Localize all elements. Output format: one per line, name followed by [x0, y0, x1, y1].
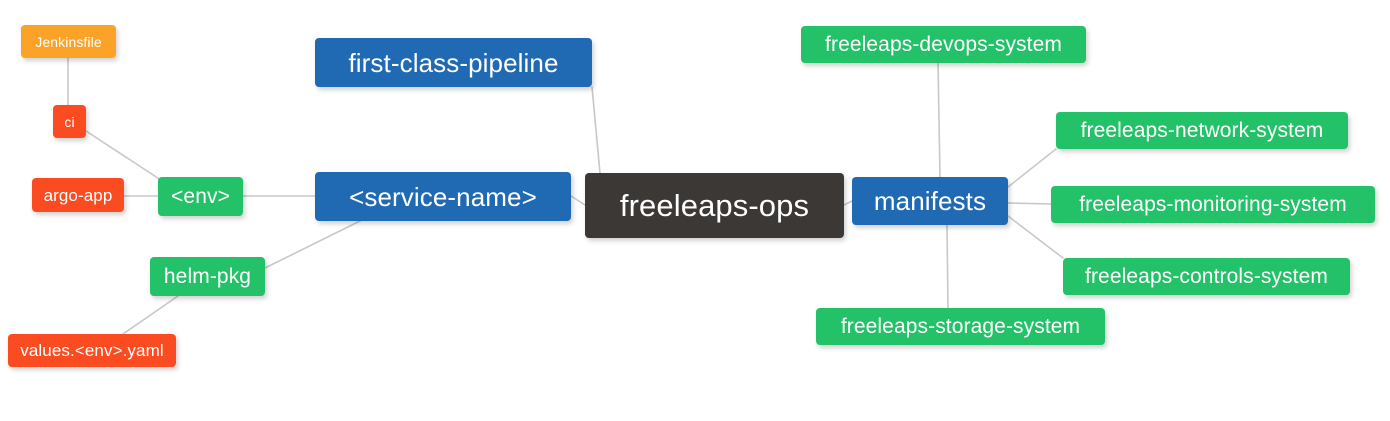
edge-freeleaps-ops-to-first-class-pipeline	[591, 86, 601, 174]
node-label-manifests: manifests	[873, 186, 987, 216]
node-label-freeleaps-storage-system: freeleaps-storage-system	[840, 315, 1081, 338]
node-label-freeleaps-monitoring-system: freeleaps-monitoring-system	[1079, 193, 1347, 216]
node-label-jenkinsfile: Jenkinsfile	[35, 33, 102, 50]
node-freeleaps-controls-system[interactable]: freeleaps-controls-system	[1063, 258, 1350, 295]
node-freeleaps-storage-system[interactable]: freeleaps-storage-system	[816, 308, 1105, 345]
node-label-freeleaps-ops: freeleaps-ops	[619, 188, 810, 223]
edge-freeleaps-ops-to-manifests	[843, 200, 853, 206]
node-label-ci: ci	[64, 113, 75, 130]
node-freeleaps-devops-system[interactable]: freeleaps-devops-system	[801, 26, 1086, 63]
node-helm-pkg[interactable]: helm-pkg	[150, 257, 265, 296]
node-label-helm-pkg: helm-pkg	[163, 265, 252, 288]
node-jenkinsfile[interactable]: Jenkinsfile	[21, 25, 116, 58]
node-freeleaps-monitoring-system[interactable]: freeleaps-monitoring-system	[1051, 186, 1375, 223]
node-label-freeleaps-devops-system: freeleaps-devops-system	[825, 33, 1062, 56]
edge-helm-pkg-to-values-env-yaml	[122, 295, 179, 335]
node-values-env-yaml[interactable]: values.<env>.yaml	[8, 334, 176, 367]
node-env[interactable]: <env>	[158, 177, 243, 216]
node-label-argo-app: argo-app	[43, 185, 113, 205]
edge-manifests-to-freeleaps-network-system	[1007, 148, 1057, 188]
node-manifests[interactable]: manifests	[852, 177, 1008, 225]
node-label-freeleaps-controls-system: freeleaps-controls-system	[1085, 265, 1328, 288]
node-argo-app[interactable]: argo-app	[32, 178, 124, 212]
node-freeleaps-network-system[interactable]: freeleaps-network-system	[1056, 112, 1348, 149]
node-ci[interactable]: ci	[53, 105, 86, 138]
node-freeleaps-ops[interactable]: freeleaps-ops	[585, 173, 844, 238]
node-service-name[interactable]: <service-name>	[315, 172, 571, 221]
edge-manifests-to-freeleaps-devops-system	[937, 62, 941, 178]
edge-service-name-to-helm-pkg	[264, 220, 361, 269]
edge-freeleaps-ops-to-service-name	[570, 195, 586, 206]
node-first-class-pipeline[interactable]: first-class-pipeline	[315, 38, 592, 87]
node-label-service-name: <service-name>	[349, 181, 537, 212]
node-label-freeleaps-network-system: freeleaps-network-system	[1080, 119, 1324, 142]
node-label-first-class-pipeline: first-class-pipeline	[348, 47, 559, 78]
node-label-values-env-yaml: values.<env>.yaml	[20, 341, 164, 360]
edge-manifests-to-freeleaps-monitoring-system	[1007, 202, 1052, 205]
node-label-env: <env>	[171, 185, 230, 208]
edge-manifests-to-freeleaps-storage-system	[946, 224, 949, 309]
